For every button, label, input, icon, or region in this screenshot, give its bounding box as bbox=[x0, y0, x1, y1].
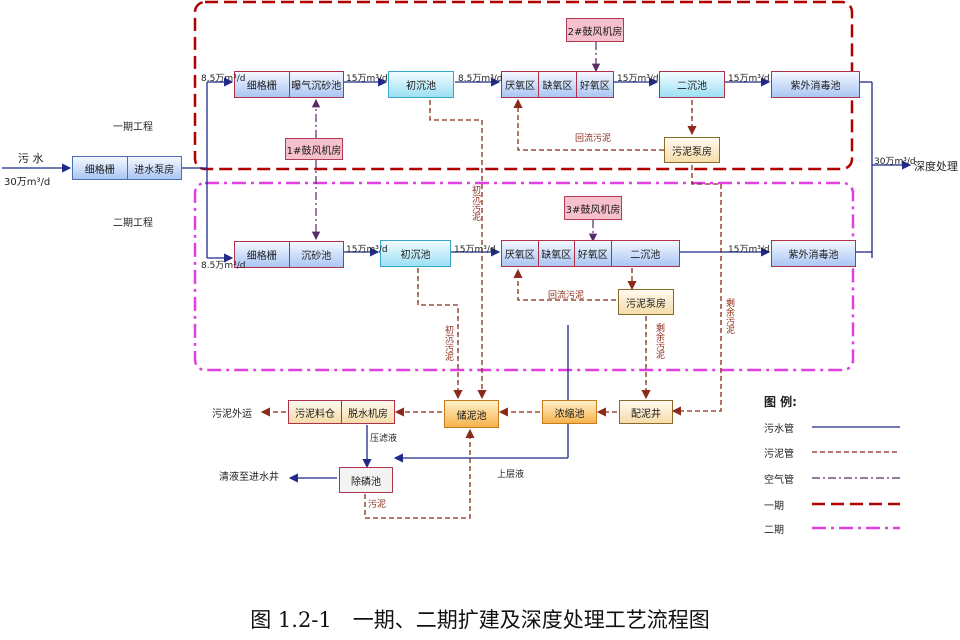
filtrate-label: 压滤液 bbox=[370, 434, 398, 444]
output-label: 深度处理 bbox=[914, 160, 958, 173]
p2-primary-clarifier: 初沉池 bbox=[380, 240, 451, 267]
p2-sludge-pump-house: 污泥泵房 bbox=[618, 289, 674, 315]
sludge-out-label: 污泥外运 bbox=[212, 409, 252, 420]
p1-uv-disinfection: 紫外消毒池 bbox=[771, 71, 860, 98]
output-flow: 30万m³/d bbox=[874, 157, 916, 167]
p-sludge-label: 污泥 bbox=[368, 500, 387, 510]
sewage-lines bbox=[2, 77, 912, 483]
figure-caption: 图 1.2-1 一期、二期扩建及深度处理工艺流程图 bbox=[250, 608, 710, 632]
p2-flow-in: 8.5万m³/d bbox=[201, 261, 246, 271]
sludge-mix-well: 配泥井 bbox=[619, 400, 673, 424]
p1-flow-c: 15万m³/d bbox=[617, 74, 659, 84]
legend-lines bbox=[812, 426, 900, 530]
p2-flow-a: 15万m³/d bbox=[346, 245, 388, 255]
p1-return-sludge-label: 回流污泥 bbox=[575, 134, 612, 144]
blower-house-3: 3#鼓风机房 bbox=[564, 196, 622, 220]
p2-anoxic: 缺氧区 bbox=[539, 241, 576, 266]
p2-flow-c: 15万m³/d bbox=[728, 245, 770, 255]
blower-house-1: 1#鼓风机房 bbox=[285, 138, 343, 160]
source-label: 污 水 bbox=[18, 152, 44, 165]
p1-flow-d: 15万m³/d bbox=[728, 74, 770, 84]
phosphorus-removal-tank: 除磷池 bbox=[339, 467, 393, 493]
sludge-lines bbox=[260, 98, 722, 519]
clear-liquid-label: 清液至进水井 bbox=[219, 472, 279, 483]
legend-air: 空气管 bbox=[764, 475, 794, 486]
phase2-label: 二期工程 bbox=[113, 218, 153, 229]
p2-uv-disinfection: 紫外消毒池 bbox=[771, 240, 856, 267]
p2-fine-screen: 细格栅 bbox=[235, 242, 290, 267]
source-flow: 30万m³/d bbox=[4, 177, 51, 188]
p1-sludge-pump-house: 污泥泵房 bbox=[664, 137, 720, 163]
phase2-boundary bbox=[193, 181, 855, 372]
phase1-label: 一期工程 bbox=[113, 122, 153, 133]
p1-secondary-clarifier: 二沉池 bbox=[659, 71, 725, 98]
air-lines bbox=[311, 42, 601, 243]
legend-phase2: 二期 bbox=[764, 525, 784, 536]
p2-excess-sludge-label: 剩余污泥 bbox=[654, 323, 664, 359]
legend-phase1: 一期 bbox=[764, 501, 784, 512]
p1-anaerobic: 厌氧区 bbox=[502, 72, 540, 97]
p1-flow-b: 8.5万m³/d bbox=[458, 74, 503, 84]
p2-secondary-clarifier: 二沉池 bbox=[630, 250, 661, 261]
p1-aerated-grit: 曝气沉砂池 bbox=[291, 81, 342, 92]
thickener: 浓缩池 bbox=[542, 400, 597, 424]
p1-primary-sludge-label: 初沉污泥 bbox=[470, 185, 480, 221]
p2-return-sludge-label: 回流污泥 bbox=[548, 291, 585, 301]
supernatant-label: 上层液 bbox=[497, 470, 525, 480]
legend-sewage: 污水管 bbox=[764, 424, 794, 435]
p1-flow-a: 15万m³/d bbox=[346, 74, 388, 84]
p2-bio-tank: 厌氧区 缺氧区 好氧区 二沉池 bbox=[501, 240, 680, 267]
p1-anoxic: 缺氧区 bbox=[539, 72, 577, 97]
p2-fine-grit-unit: 细格栅 沉砂池 bbox=[234, 241, 344, 268]
blower-house-2: 2#鼓风机房 bbox=[566, 18, 624, 42]
p2-grit-chamber: 沉砂池 bbox=[301, 251, 332, 262]
p1-excess-sludge-label: 剩余污泥 bbox=[724, 298, 734, 334]
p2-flow-b: 15万m³/d bbox=[454, 245, 496, 255]
p2-anaerobic: 厌氧区 bbox=[502, 241, 539, 266]
legend-sludge: 污泥管 bbox=[764, 449, 794, 460]
screen-pump-unit: 细格栅 进水泵房 bbox=[72, 156, 182, 180]
legend-title: 图 例: bbox=[764, 395, 797, 409]
coarse-screen: 细格栅 bbox=[73, 157, 128, 179]
p1-primary-clarifier: 初沉池 bbox=[388, 71, 454, 98]
inlet-pump-house: 进水泵房 bbox=[134, 164, 175, 176]
p1-fine-grit-unit: 细格栅 曝气沉砂池 bbox=[234, 71, 344, 98]
p1-bio-tank: 厌氧区 缺氧区 好氧区 bbox=[501, 71, 614, 98]
dewatering-house: 脱水机房 bbox=[348, 408, 388, 420]
p2-primary-sludge-label: 初沉污泥 bbox=[443, 325, 453, 361]
p1-fine-screen: 细格栅 bbox=[235, 72, 290, 97]
sludge-storage-tank: 储泥池 bbox=[444, 400, 499, 428]
p1-flow-in: 8.5万m³/d bbox=[201, 74, 246, 84]
dewatering-unit: 污泥料仓 脱水机房 bbox=[288, 400, 395, 424]
p1-aerobic: 好氧区 bbox=[579, 81, 610, 92]
sludge-silo: 污泥料仓 bbox=[289, 401, 342, 423]
p2-aerobic: 好氧区 bbox=[575, 241, 612, 266]
